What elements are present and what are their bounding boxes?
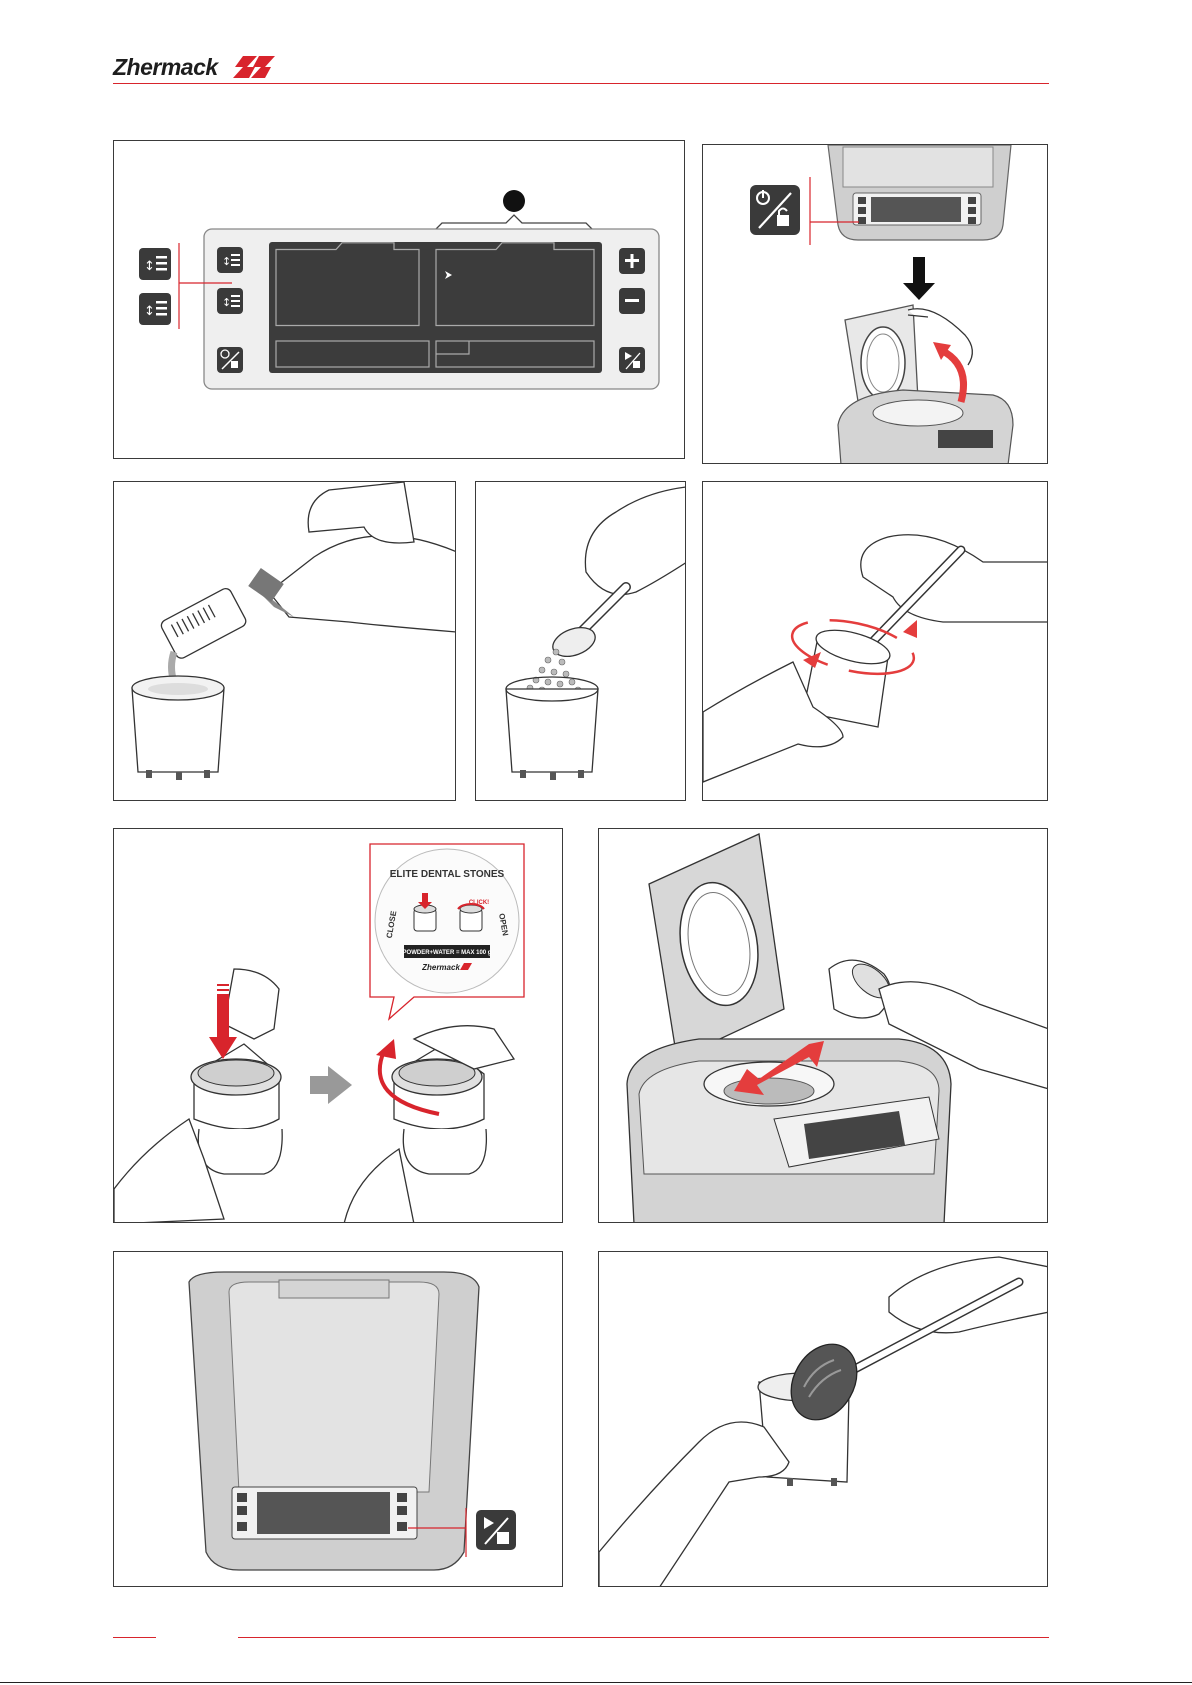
panel-close-lid: ELITE DENTAL STONES CLOSE OPEN CLICK! PO… (113, 828, 563, 1223)
footer-rule-left (113, 1637, 156, 1638)
start-stop-icon (476, 1510, 516, 1550)
svg-text:↕: ↕ (144, 304, 155, 319)
panel-remove-mix (598, 1251, 1048, 1587)
header-rule (113, 83, 1049, 84)
board-plus-button (619, 248, 645, 274)
power-unlock-icon (750, 185, 800, 235)
footer-rule-right (238, 1637, 1049, 1638)
panel-add-powder (475, 481, 686, 801)
panel-open-lid (702, 144, 1048, 464)
svg-text:↕: ↕ (222, 255, 231, 268)
board-power-unlock-button (217, 347, 243, 373)
board-program-up-button: ↕ (217, 247, 243, 273)
panel-start-cycle (113, 1251, 563, 1587)
lid-badge-title: ELITE DENTAL STONES (390, 869, 505, 880)
panel-insert-cup (598, 828, 1048, 1223)
panel-control-overview: ↕ ↕ (113, 140, 685, 459)
board-minus-button (619, 288, 645, 314)
lid-badge-click: CLICK! (469, 900, 489, 906)
board-program-down-button: ↕ (217, 288, 243, 314)
program-select-down-icon: ↕ (139, 293, 171, 325)
brand-logo: Zhermack (113, 54, 218, 81)
board-start-stop-button (619, 347, 645, 373)
svg-text:↕: ↕ (222, 296, 231, 309)
header: Zhermack (0, 0, 1192, 90)
lid-badge-capacity: POWDER+WATER = MAX 100 g (403, 950, 492, 956)
brand-logo-mark-icon (233, 56, 275, 78)
panel-stir (702, 481, 1048, 801)
program-select-up-icon: ↕ (139, 248, 171, 280)
footer (0, 1620, 1192, 1685)
lid-badge-brand: Zhermack (421, 963, 460, 972)
footer-bottom-line (0, 1682, 1192, 1683)
callout-dot (503, 190, 525, 212)
svg-text:↕: ↕ (144, 259, 155, 274)
panel-pour-water (113, 481, 456, 801)
